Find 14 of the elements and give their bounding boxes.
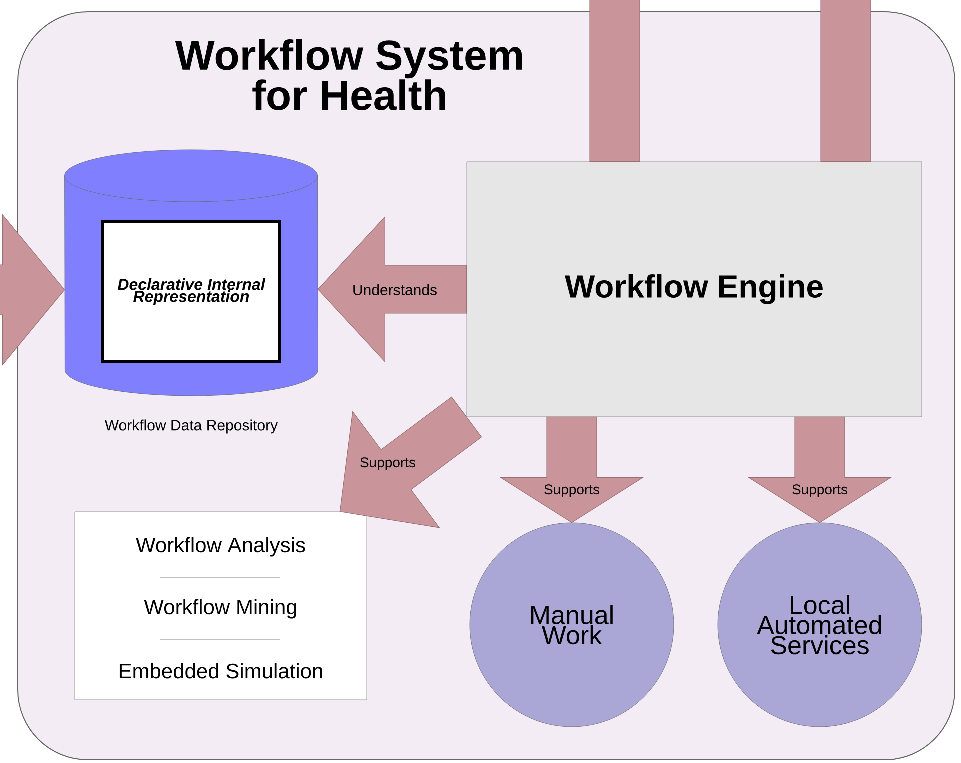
representation-box: Declarative Internal Representation (102, 220, 282, 364)
block-arrow (0, 214, 66, 366)
title: Workflow System for Health (175, 39, 522, 110)
edge-label: Supports (791, 484, 850, 498)
block-arrow (318, 216, 468, 363)
edge-label: Understands (351, 283, 439, 296)
node-label: Workflow Data Repository (104, 420, 278, 434)
block-arrow (340, 396, 482, 528)
engine-box: Workflow Engine (466, 162, 922, 418)
block-arrow (820, 0, 872, 162)
analysis-box: Workflow Analysis Workflow Mining Embedded Simulation (74, 512, 368, 700)
edge-label: Supports (358, 456, 418, 472)
edge-label: Supports (543, 484, 602, 498)
block-arrow (590, 0, 640, 162)
